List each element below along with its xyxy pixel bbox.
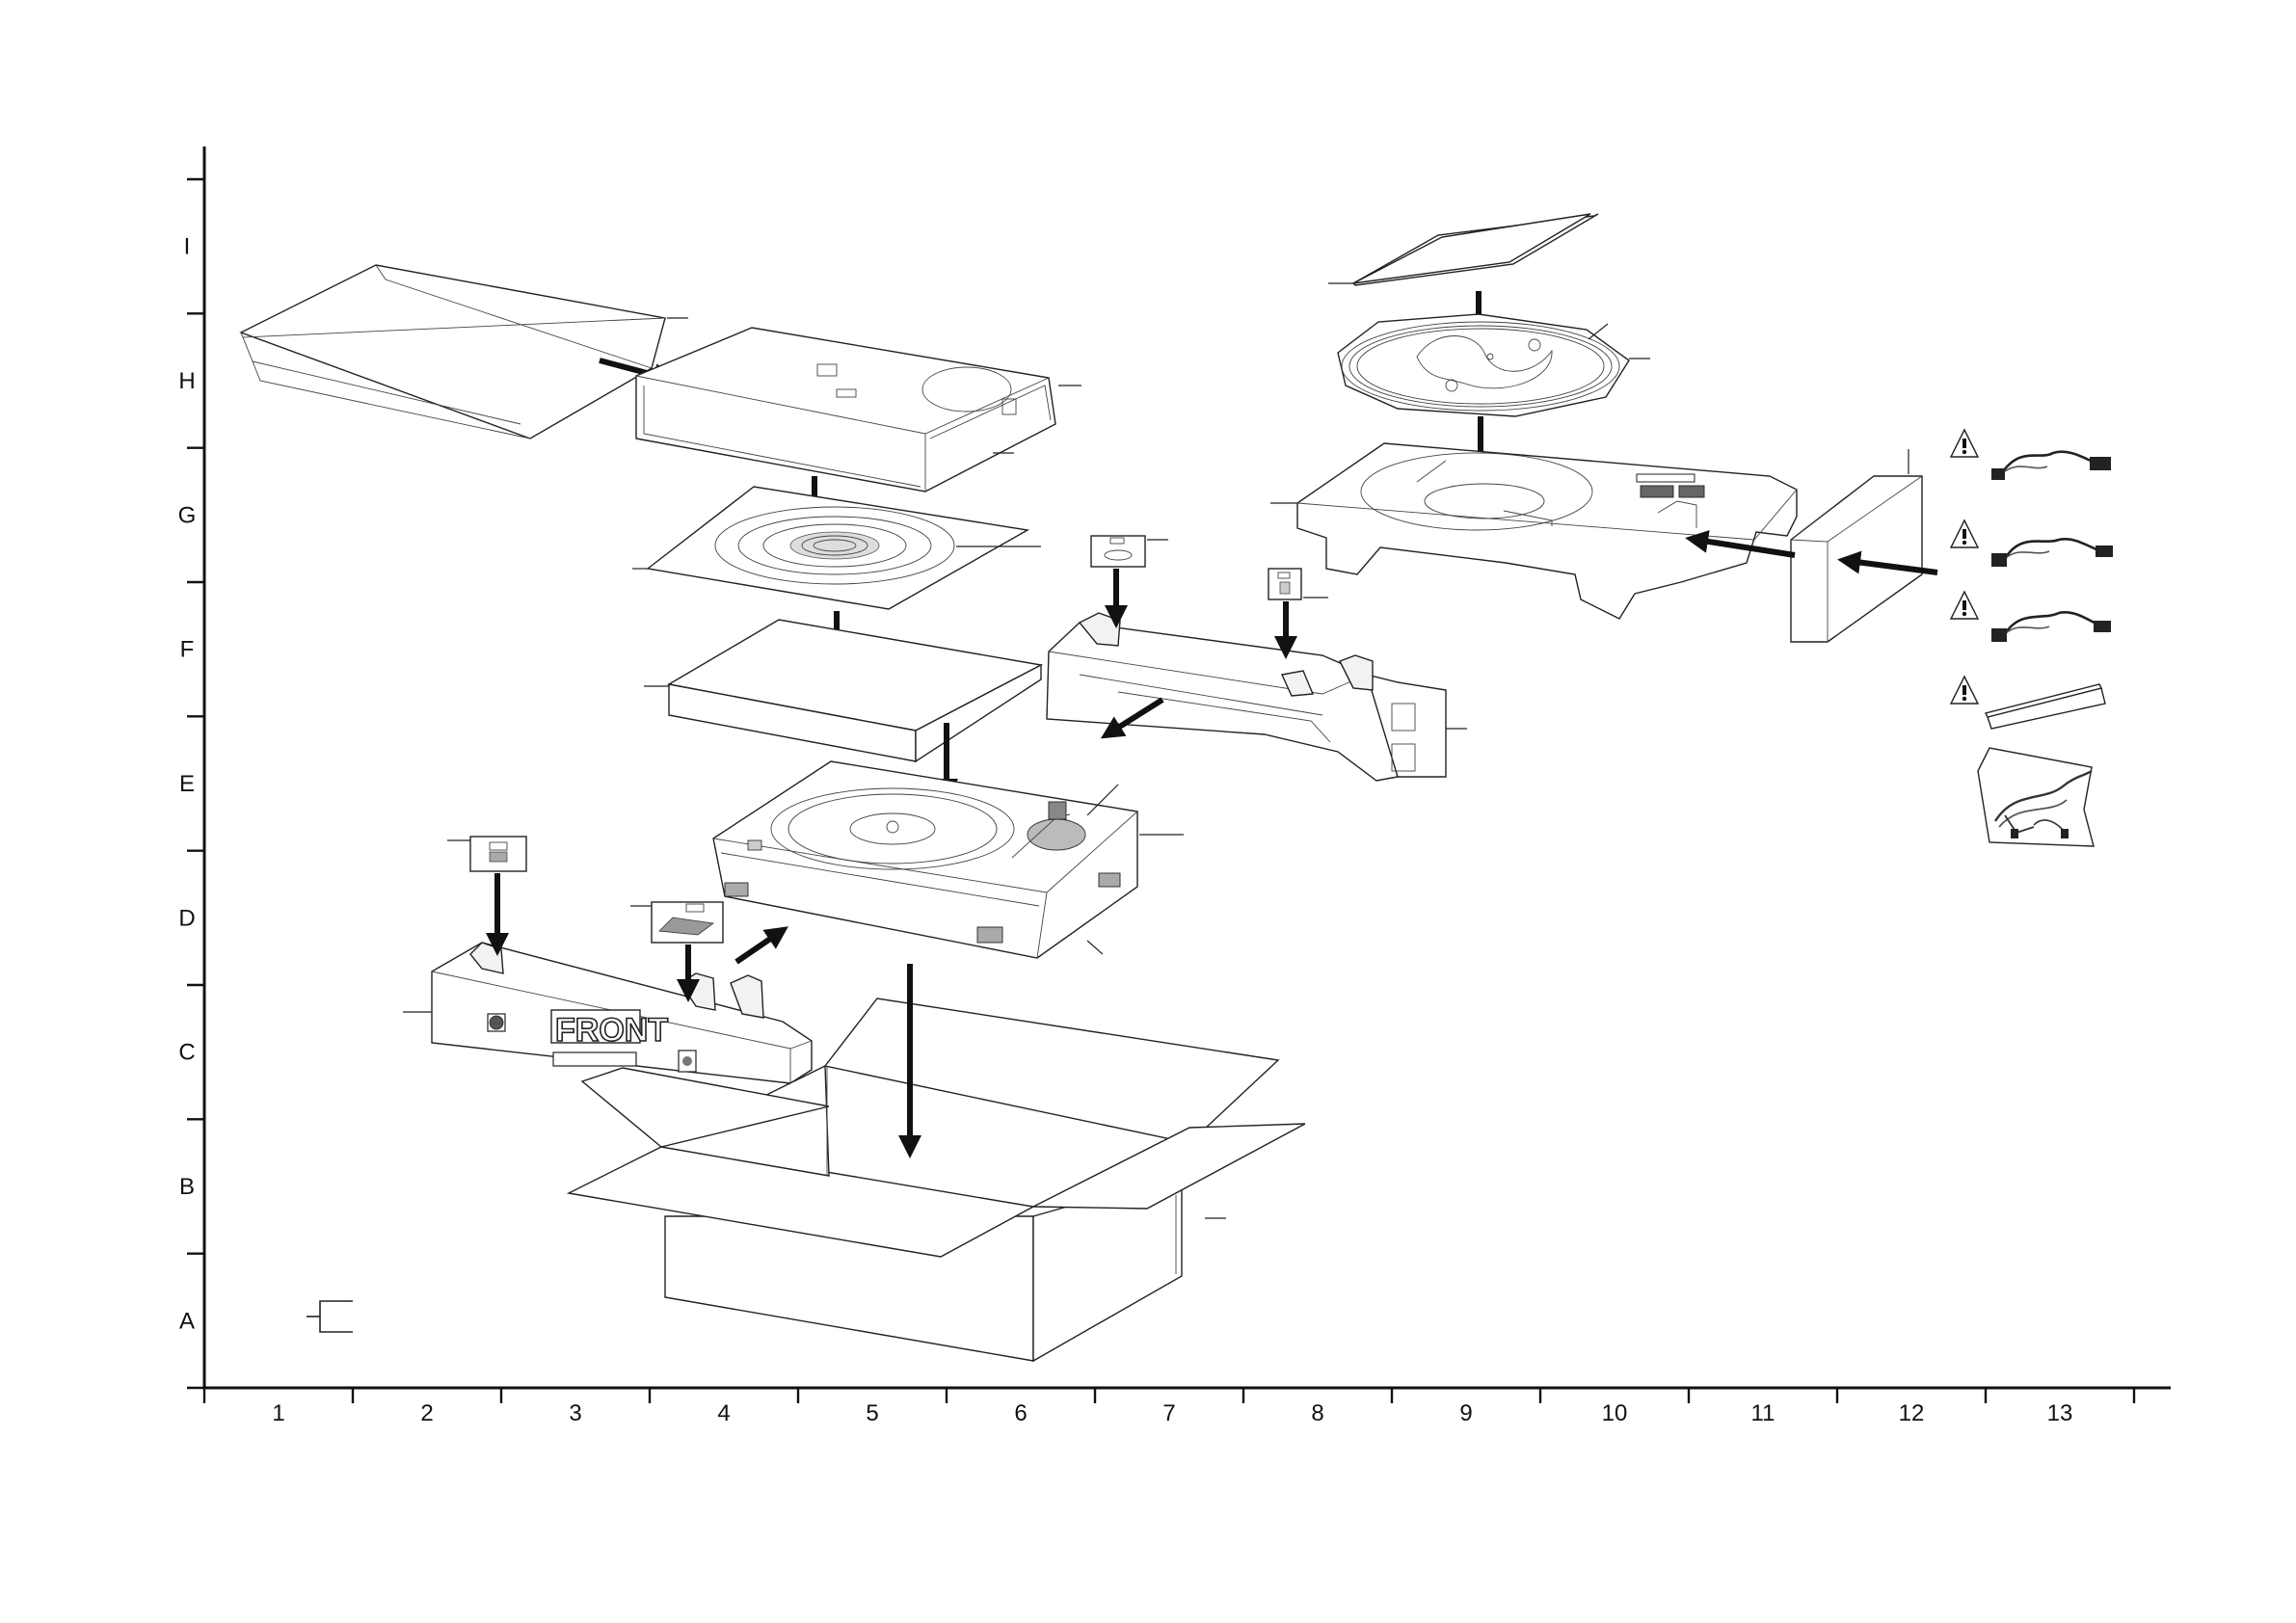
row-label: H xyxy=(178,368,195,394)
platter xyxy=(1338,314,1650,416)
row-label: E xyxy=(179,771,195,797)
row-label: B xyxy=(179,1174,195,1200)
turntable-unit xyxy=(713,761,1184,958)
power-cord-icon xyxy=(1991,612,2111,642)
accessory-box-adapter xyxy=(1268,569,1328,599)
row-label: C xyxy=(178,1040,195,1066)
row-labels: A B C D E F G H I xyxy=(178,234,197,1335)
slipmat-sheet xyxy=(632,487,1041,609)
foam-insert-rear xyxy=(1047,613,1467,781)
foam-insert-top xyxy=(1270,443,1797,619)
dust-cover-bag xyxy=(241,265,688,439)
bracket-symbol xyxy=(307,1301,353,1332)
arrow-icon xyxy=(736,933,779,962)
column-label: 11 xyxy=(1751,1400,1775,1426)
column-label: 2 xyxy=(420,1400,433,1426)
column-label: 9 xyxy=(1459,1400,1472,1426)
foam-insert-front: FRONT xyxy=(403,943,812,1083)
column-label: 4 xyxy=(717,1400,730,1426)
warning-triangle-icon xyxy=(1951,520,1978,547)
power-cord-icon xyxy=(1991,452,2111,480)
column-label: 7 xyxy=(1162,1400,1175,1426)
svg-text:FRONT: FRONT xyxy=(555,1012,668,1049)
row-label: G xyxy=(178,502,197,528)
row-label: F xyxy=(180,637,195,663)
power-cord-icon xyxy=(1991,539,2113,567)
column-label: 6 xyxy=(1014,1400,1027,1426)
warning-triangle-icon xyxy=(1951,430,1978,457)
column-label: 12 xyxy=(1899,1400,1925,1426)
manual-booklet xyxy=(1986,684,2105,729)
rca-cable-icon xyxy=(1978,748,2094,846)
cardboard-pad xyxy=(644,620,1041,761)
row-label: I xyxy=(184,234,191,260)
column-label: 3 xyxy=(569,1400,581,1426)
warning-triangle-icon xyxy=(1951,677,1978,704)
accessory-box-headshell xyxy=(630,902,723,943)
side-cardboard-panel xyxy=(1791,449,1922,642)
column-label: 8 xyxy=(1311,1400,1323,1426)
top-card xyxy=(1328,214,1598,285)
accessory-box-mat xyxy=(1091,536,1168,567)
row-label: A xyxy=(179,1308,195,1334)
column-label: 5 xyxy=(866,1400,878,1426)
column-label: 1 xyxy=(272,1400,284,1426)
accessory-box-weight xyxy=(447,837,526,871)
dust-cover xyxy=(636,328,1081,492)
accessories-column xyxy=(1951,430,2113,846)
column-label: 13 xyxy=(2047,1400,2073,1426)
warning-triangle-icon xyxy=(1951,592,1978,619)
column-label: 10 xyxy=(1602,1400,1628,1426)
row-label: D xyxy=(178,905,195,931)
